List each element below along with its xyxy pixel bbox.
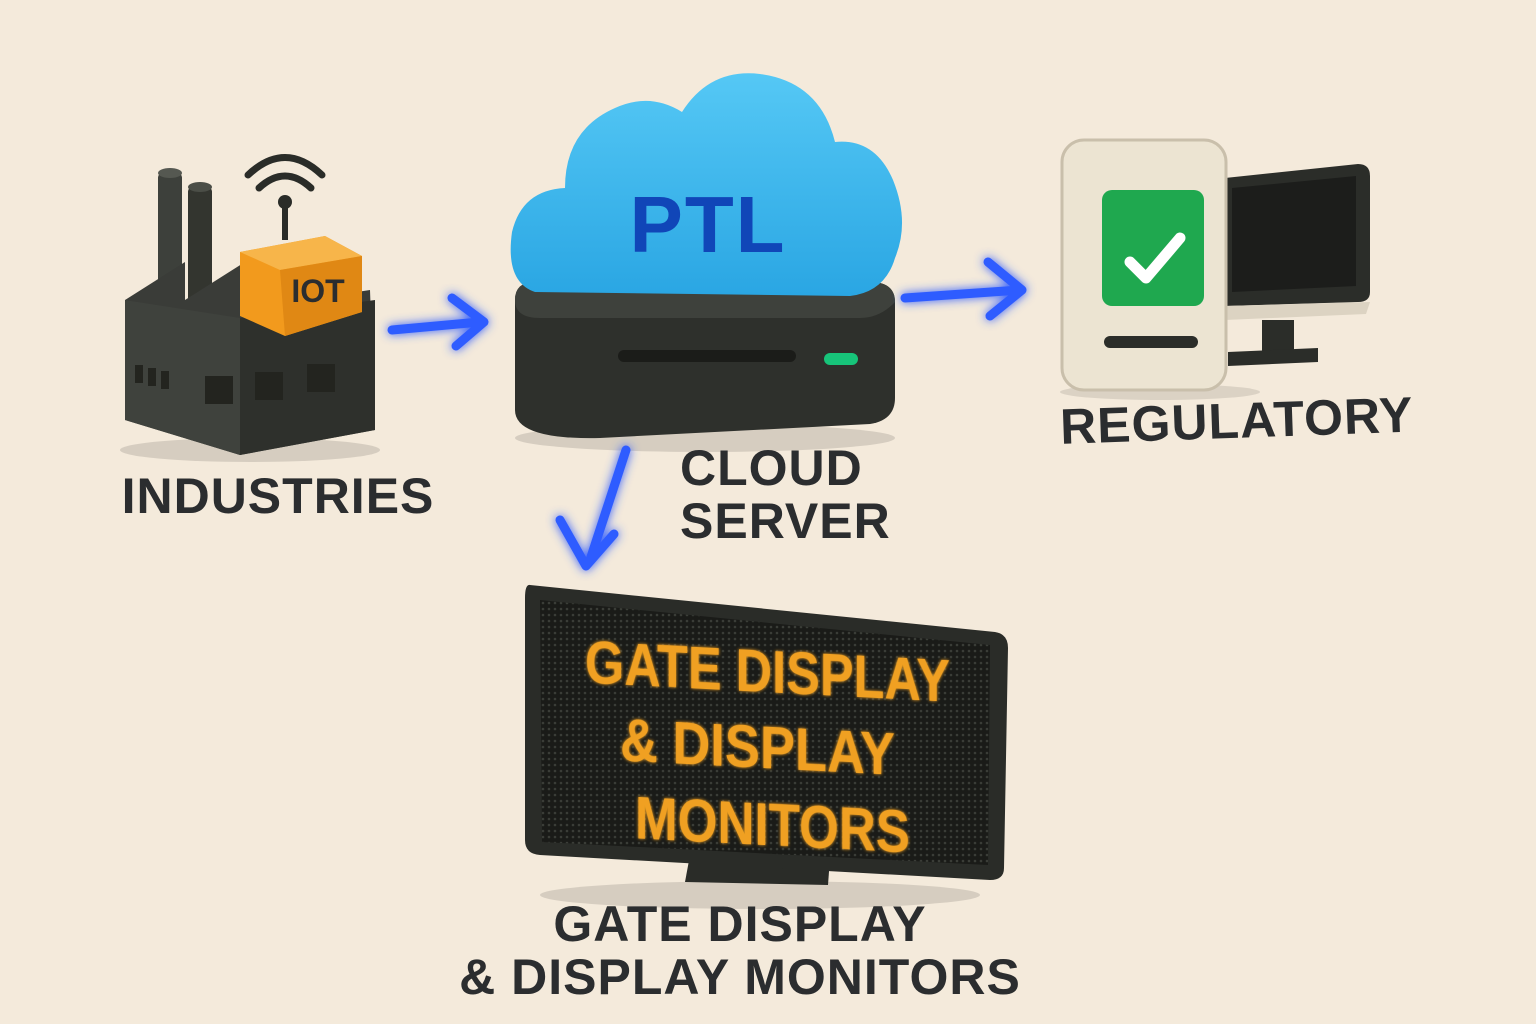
iot-device: IOT [240, 154, 362, 336]
cloud-ptl-text: PTL [629, 180, 786, 269]
regulatory-label: REGULATORY [1059, 386, 1415, 455]
gate-display-label: GATE DISPLAY & DISPLAY MONITORS [430, 898, 1050, 1003]
industries-label: INDUSTRIES [121, 468, 435, 524]
arrow-industries-to-cloud [387, 293, 489, 351]
cloud-icon: PTL [510, 73, 903, 296]
cloud-server-label-line2: SERVER [680, 492, 891, 549]
led-line-2: & DISPLAY [620, 707, 895, 788]
gate-display-label-line2: & DISPLAY MONITORS [459, 948, 1021, 1005]
arrow-cloud-to-gate-display [555, 445, 631, 571]
checkmark-icon [1124, 232, 1186, 284]
iot-label: IOT [291, 273, 345, 309]
gate-display-label-line1: GATE DISPLAY [553, 896, 927, 952]
factory-icon [120, 168, 380, 462]
regulatory-device [1060, 138, 1260, 400]
led-sign-icon: GATE DISPLAY & DISPLAY MONITORS [525, 584, 1008, 909]
desktop-monitor-icon [1225, 164, 1370, 366]
arrow-cloud-to-regulatory [900, 257, 1027, 321]
server-box-icon [515, 282, 895, 452]
wifi-signal-icon [244, 154, 326, 179]
led-line-3: MONITORS [635, 784, 910, 865]
cloud-server-label: CLOUD SERVER [680, 440, 891, 549]
cloud-server-label-line1: CLOUD [680, 440, 863, 496]
